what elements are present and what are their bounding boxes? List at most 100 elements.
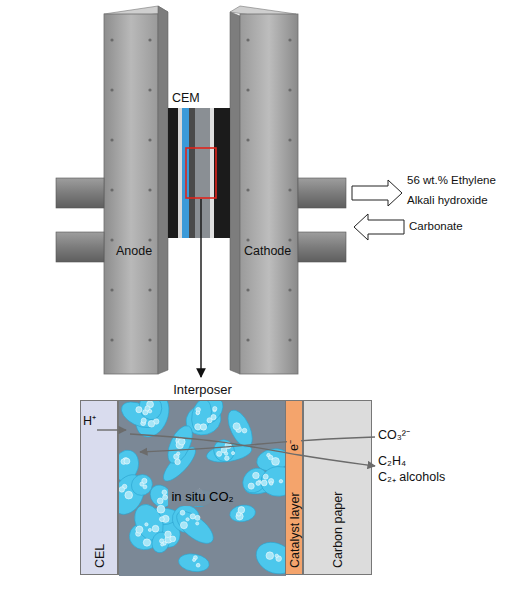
region-label: in situ CO₂ [168, 489, 236, 506]
gas-bubble [165, 531, 172, 538]
bolt-hole [110, 288, 113, 291]
electrolyte-pocket [260, 465, 286, 498]
gas-bubble [238, 507, 245, 514]
zoom-box [186, 148, 216, 198]
bolt-hole [110, 338, 113, 341]
bolt-hole [246, 288, 249, 291]
gap [210, 108, 214, 238]
bolt-hole [288, 238, 291, 241]
gas-bubble [143, 539, 150, 546]
gas-bubble [196, 563, 200, 567]
electrode-label: Anode [116, 244, 152, 258]
gas-bubble [175, 459, 181, 465]
gas-bubble [186, 518, 189, 521]
product-label: 56 wt.% Ethylene [407, 174, 496, 187]
gas-bubble [261, 480, 267, 486]
gas-bubble [263, 474, 268, 479]
electrode-label: Cathode [244, 244, 291, 258]
gas-bubble [163, 495, 168, 500]
bolt-hole [288, 188, 291, 191]
gas-bubble [152, 525, 159, 532]
bolt-hole [246, 38, 249, 41]
gas-bubble [157, 498, 163, 504]
bolt-hole [110, 38, 113, 41]
plate-side [230, 12, 240, 374]
electron-label: e⁻ [287, 439, 301, 452]
carbon-paper-band: Carbon paper [303, 400, 372, 575]
bolt-hole [148, 188, 151, 191]
gas-bubble [266, 552, 274, 560]
bolt-hole [110, 238, 113, 241]
carbonate-arrow [140, 437, 375, 452]
gas-bubble [143, 485, 147, 489]
bolt-hole [110, 88, 113, 91]
plate-side [158, 6, 168, 374]
proton-arrow [97, 429, 126, 430]
gas-bubble [190, 514, 195, 519]
bolt-hole [288, 338, 291, 341]
gas-bubble [217, 451, 222, 456]
electrolyte-pocket [136, 401, 165, 423]
cathode-end-plate [240, 14, 298, 374]
layer-label: CEM [172, 91, 200, 105]
gas-bubble [253, 472, 260, 479]
catalyst-layer-band: Catalyst layer [285, 400, 303, 575]
gas-bubble [248, 483, 254, 489]
gas-bubble [124, 458, 130, 464]
band-label: CEL [93, 544, 107, 568]
outlet-port [298, 178, 346, 208]
product-label: C₂₊ alcohols [378, 470, 445, 484]
gas-bubble [196, 522, 199, 525]
gas-bubble [159, 517, 164, 522]
bolt-hole [148, 138, 151, 141]
electrolyte-pocket [223, 406, 257, 450]
gas-bubble [125, 491, 133, 499]
electrolyte-pocket [189, 401, 214, 433]
electrolyte-pocket [211, 437, 238, 465]
gas-bubble [225, 456, 230, 461]
zoom-arrow [200, 199, 201, 377]
bolt-hole [288, 138, 291, 141]
gas-bubble [268, 455, 273, 460]
band-label: Carbon paper [331, 492, 345, 568]
gas-bubble [211, 415, 216, 420]
gas-bubble [145, 523, 148, 526]
band-label: Catalyst layer [288, 492, 302, 568]
bolt-hole [110, 138, 113, 141]
electrolyte-pocket [150, 530, 172, 555]
gas-bubble [196, 411, 199, 414]
porous-layer [195, 108, 210, 238]
anode-end-plate [104, 14, 158, 374]
bolt-hole [148, 38, 151, 41]
product-label: Alkali hydroxide [407, 194, 488, 207]
anode-layer [168, 108, 178, 238]
interposer-region: Interposerin situ CO₂ [118, 400, 285, 575]
gas-bubble [162, 490, 167, 495]
gas-bubble [231, 452, 234, 455]
gas-bubble [177, 452, 180, 455]
gas-bubble [224, 452, 227, 455]
gas-bubble [242, 428, 247, 433]
bolt-hole [148, 338, 151, 341]
gas-bubble [142, 478, 147, 483]
product-label: C₂H₄ [378, 454, 406, 468]
bolt-hole [148, 88, 151, 91]
gas-bubble [196, 411, 200, 415]
electrolyte-pocket [251, 536, 286, 576]
gas-bubble [275, 554, 278, 557]
electrolyte-pocket [177, 552, 210, 574]
product-arrow [130, 434, 375, 466]
inlet-port [298, 232, 346, 262]
gas-bubble [148, 409, 152, 413]
gas-bubble [193, 558, 196, 561]
bolt-hole [246, 188, 249, 191]
bolt-hole [246, 88, 249, 91]
gas-bubble [157, 505, 165, 513]
electrolyte-pocket [229, 503, 257, 523]
electrolyte-pockets [119, 401, 286, 576]
outlet-port [56, 232, 104, 262]
gas-bubble [178, 438, 185, 445]
gas-bubble [136, 407, 142, 413]
gas-bubble [213, 407, 217, 411]
